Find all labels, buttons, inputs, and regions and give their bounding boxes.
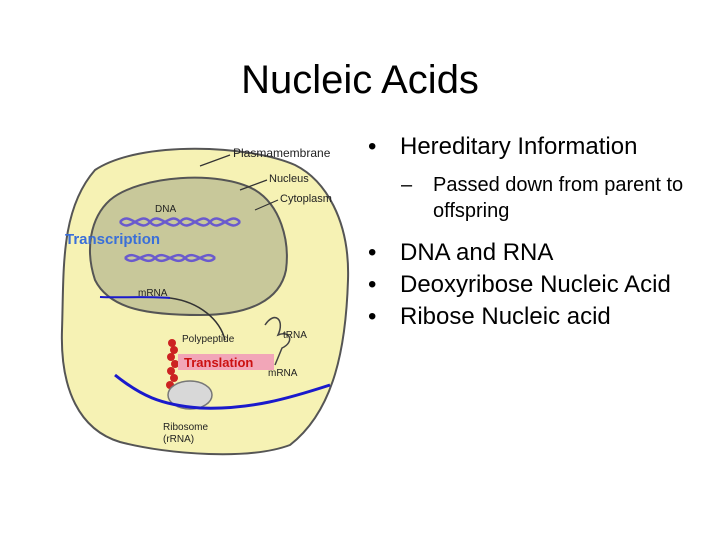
label-trna: tRNA	[283, 330, 307, 341]
label-dna: DNA	[155, 204, 176, 215]
mrna-strand-nucleus	[99, 296, 171, 299]
label-polypeptide: Polypeptide	[182, 334, 235, 345]
bullet-item: • DNA and RNA	[368, 239, 554, 266]
bullet-item: • Deoxyribose Nucleic Acid	[368, 271, 671, 298]
label-cytoplasm: Cytoplasm	[280, 193, 332, 205]
ribosome-shape	[167, 380, 213, 410]
cell-diagram: Plasmamembrane Nucleus Cytoplasm DNA Tra…	[60, 146, 350, 456]
translation-label-bg	[178, 354, 274, 370]
dna-helix-lower	[124, 253, 216, 263]
bullet-item: • Hereditary Information	[368, 133, 638, 160]
label-ribosome: Ribosome	[163, 422, 208, 433]
trna-shape	[264, 316, 291, 366]
bullet-item: • Ribose Nucleic acid	[368, 303, 611, 330]
polypeptide-chain	[166, 339, 179, 389]
bullet-list: • Hereditary Information – Passed down f…	[368, 130, 708, 332]
slide-title: Nucleic Acids	[241, 58, 479, 102]
sub-bullet-item: – Passed down from parent to offspring	[401, 174, 684, 222]
label-mrna-nucleus: mRNA	[138, 288, 168, 299]
label-rrna: (rRNA)	[163, 434, 194, 445]
label-nucleus: Nucleus	[269, 173, 309, 185]
label-plasmamembrane: Plasmamembrane	[233, 146, 331, 160]
nucleus	[89, 176, 288, 317]
mrna-strand-cytoplasm	[114, 373, 331, 410]
dna-helix	[119, 217, 241, 227]
label-mrna-cytoplasm: mRNA	[268, 368, 298, 379]
label-translation: Translation	[184, 355, 253, 370]
label-transcription: Transcription	[65, 231, 160, 248]
